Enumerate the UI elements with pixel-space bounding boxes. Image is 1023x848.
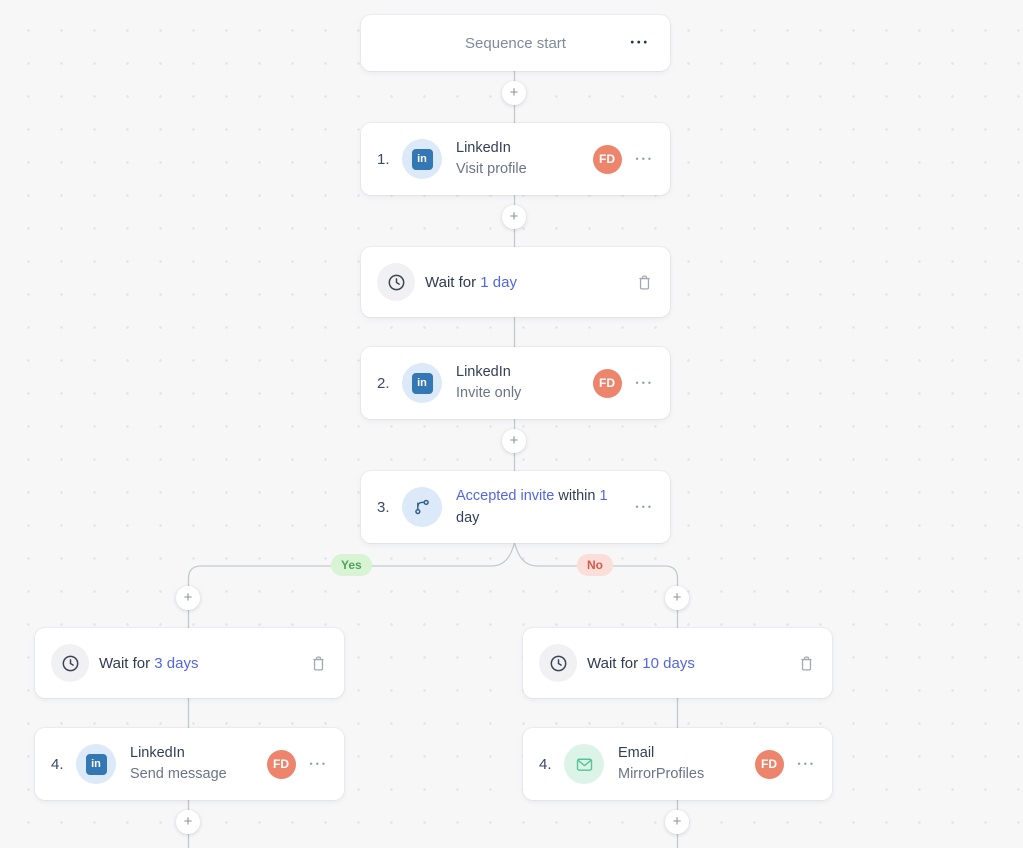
step-2-card[interactable]: 2. in LinkedIn Invite only FD •••	[361, 347, 670, 419]
avatar: FD	[592, 368, 622, 398]
wait-card[interactable]: Wait for 10 days	[523, 628, 832, 698]
step-action: Invite only	[456, 385, 522, 401]
delete-wait-button[interactable]	[309, 654, 328, 673]
step-1-card[interactable]: 1. in LinkedIn Visit profile FD •••	[361, 123, 670, 195]
step-action: Send message	[130, 766, 227, 782]
wait-duration-link[interactable]: 1 day	[480, 273, 517, 291]
add-step-button[interactable]: +	[502, 205, 526, 229]
step-number: 4.	[51, 755, 64, 773]
sequence-start-menu-icon[interactable]: •••	[630, 37, 650, 49]
step-menu-icon[interactable]: •••	[635, 502, 654, 512]
wait-label: Wait for	[587, 654, 639, 672]
sequence-start-label: Sequence start	[465, 34, 566, 52]
step-menu-icon[interactable]: •••	[797, 759, 816, 769]
trash-icon	[313, 656, 324, 670]
add-step-button[interactable]: +	[665, 586, 689, 610]
step-menu-icon[interactable]: •••	[309, 759, 328, 769]
step-channel: LinkedIn	[456, 140, 511, 156]
avatar: FD	[592, 144, 622, 174]
clock-icon	[377, 263, 415, 301]
add-step-button[interactable]: +	[665, 810, 689, 834]
wait-text: Wait for 10 days	[587, 655, 695, 672]
linkedin-glyph: in	[85, 753, 107, 775]
sequence-start-card[interactable]: Sequence start •••	[361, 15, 670, 71]
linkedin-icon: in	[76, 744, 116, 784]
avatar: FD	[266, 749, 296, 779]
condition-unit: day	[456, 510, 480, 526]
step-channel: Email	[618, 745, 655, 761]
step-number: 1.	[377, 150, 390, 168]
add-step-button[interactable]: +	[176, 586, 200, 610]
wait-card[interactable]: Wait for 1 day	[361, 247, 670, 317]
add-step-button[interactable]: +	[176, 810, 200, 834]
branch-no-badge: No	[577, 554, 613, 576]
avatar: FD	[754, 749, 784, 779]
step-channel: LinkedIn	[130, 745, 185, 761]
delete-wait-button[interactable]	[635, 273, 654, 292]
condition-mid: within	[558, 488, 596, 504]
condition-event-link[interactable]: Accepted invite	[456, 488, 555, 504]
wait-card[interactable]: Wait for 3 days	[35, 628, 344, 698]
wait-duration-link[interactable]: 3 days	[154, 654, 199, 672]
wait-text: Wait for 3 days	[99, 655, 199, 672]
add-step-button[interactable]: +	[502, 429, 526, 453]
wait-label: Wait for	[99, 654, 151, 672]
wait-duration-link[interactable]: 10 days	[642, 654, 695, 672]
condition-value-link[interactable]: 1	[599, 488, 608, 504]
step-channel: LinkedIn	[456, 364, 511, 380]
step-number: 4.	[539, 755, 552, 773]
step-menu-icon[interactable]: •••	[635, 378, 654, 388]
linkedin-icon: in	[402, 139, 442, 179]
delete-wait-button[interactable]	[797, 654, 816, 673]
step-3-condition-card[interactable]: 3. Accepted invite within 1 day •••	[361, 471, 670, 543]
step-4-left-card[interactable]: 4. in LinkedIn Send message FD •••	[35, 728, 344, 800]
linkedin-glyph: in	[411, 372, 433, 394]
step-4-right-card[interactable]: 4. Email MirrorProfiles FD •••	[523, 728, 832, 800]
linkedin-glyph: in	[411, 148, 433, 170]
wait-label: Wait for	[425, 273, 477, 291]
step-menu-icon[interactable]: •••	[635, 154, 654, 164]
clock-icon	[539, 644, 577, 682]
branch-yes-badge: Yes	[331, 554, 372, 576]
linkedin-icon: in	[402, 363, 442, 403]
step-action: MirrorProfiles	[618, 766, 705, 782]
step-action: Visit profile	[456, 161, 527, 177]
trash-icon	[801, 656, 812, 670]
condition-text: Accepted invite within 1 day	[456, 485, 628, 529]
trash-icon	[639, 275, 650, 289]
clock-icon	[51, 644, 89, 682]
step-number: 3.	[377, 498, 390, 516]
step-number: 2.	[377, 374, 390, 392]
branch-condition-icon	[402, 487, 442, 527]
wait-text: Wait for 1 day	[425, 274, 517, 291]
email-icon	[564, 744, 604, 784]
add-step-button[interactable]: +	[502, 81, 526, 105]
